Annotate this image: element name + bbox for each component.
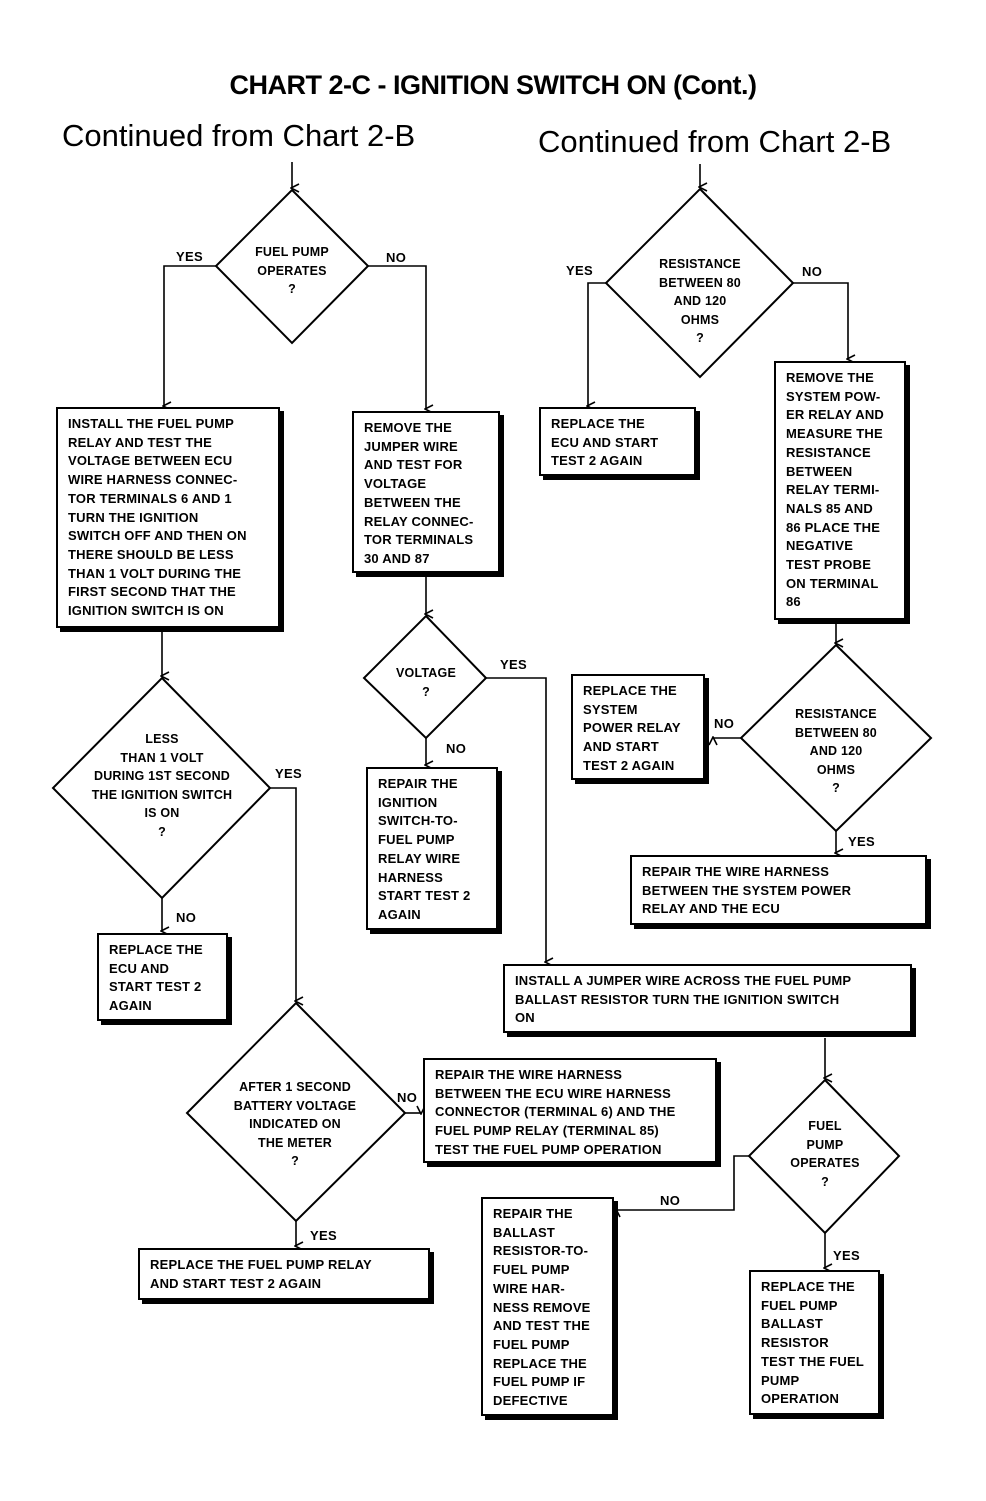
decision-text-resistance-top: RESISTANCE BETWEEN 80 AND 120 OHMS ? (659, 257, 741, 345)
box-replace-ballast-resistor: REPLACE THE FUEL PUMP BALLAST RESISTOR T… (749, 1270, 880, 1415)
decision-text-fuel-pump-operates: FUEL PUMP OPERATES ? (255, 245, 329, 296)
decision-text-resistance-bottom: RESISTANCE BETWEEN 80 AND 120 OHMS ? (795, 707, 877, 795)
box-repair-ignition-switch-harness: REPAIR THE IGNITION SWITCH-TO- FUEL PUMP… (366, 767, 498, 930)
label-yes: YES (275, 766, 302, 781)
box-repair-ecu-relay-harness: REPAIR THE WIRE HARNESS BETWEEN THE ECU … (423, 1058, 717, 1163)
connector-lines (162, 162, 848, 1268)
box-replace-ecu-bottom: REPLACE THE ECU AND START TEST 2 AGAIN (97, 933, 228, 1021)
box-repair-ballast-resistor-harness: REPAIR THE BALLAST RESISTOR-TO- FUEL PUM… (481, 1197, 614, 1416)
decision-diamond-resistance-top (604, 187, 795, 379)
box-repair-system-power-relay-harness: REPAIR THE WIRE HARNESS BETWEEN THE SYST… (630, 855, 927, 925)
label-yes: YES (176, 249, 203, 264)
label-no: NO (386, 250, 407, 265)
decision-text-less-than-1-volt: LESS THAN 1 VOLT DURING 1ST SECOND THE I… (91, 732, 233, 839)
box-replace-system-power-relay: REPLACE THE SYSTEM POWER RELAY AND START… (571, 674, 705, 780)
decision-text-after-1-second: AFTER 1 SECOND BATTERY VOLTAGE INDICATED… (233, 1080, 357, 1168)
label-yes: YES (566, 263, 593, 278)
subtitle-continued-right: Continued from Chart 2-B (538, 124, 892, 159)
box-install-fuel-pump-relay: INSTALL THE FUEL PUMP RELAY AND TEST THE… (56, 407, 280, 628)
box-replace-fuel-pump-relay: REPLACE THE FUEL PUMP RELAY AND START TE… (138, 1248, 430, 1300)
label-yes: YES (833, 1248, 860, 1263)
subtitle-continued-left: Continued from Chart 2-B (62, 118, 416, 153)
label-no: NO (446, 741, 467, 756)
label-yes: YES (310, 1228, 337, 1243)
label-yes: YES (848, 834, 875, 849)
label-yes: YES (500, 657, 527, 672)
label-no: NO (660, 1193, 681, 1208)
box-remove-system-power-relay: REMOVE THE SYSTEM POW- ER RELAY AND MEAS… (774, 361, 906, 620)
box-install-jumper-ballast-resistor: INSTALL A JUMPER WIRE ACROSS THE FUEL PU… (503, 964, 912, 1033)
decision-text-voltage: VOLTAGE ? (396, 666, 456, 699)
chart-title: CHART 2-C - IGNITION SWITCH ON (Cont.) (229, 70, 757, 100)
decision-text-fuel-pump-operates-bottom: FUEL PUMP OPERATES ? (790, 1119, 860, 1189)
label-no: NO (176, 910, 197, 925)
box-remove-jumper-wire: REMOVE THE JUMPER WIRE AND TEST FOR VOLT… (352, 411, 500, 573)
label-no: NO (397, 1090, 418, 1105)
box-replace-ecu-top: REPLACE THE ECU AND START TEST 2 AGAIN (539, 407, 696, 476)
label-no: NO (802, 264, 823, 279)
label-no: NO (714, 716, 735, 731)
decision-diamond-fuel-pump-operates (214, 188, 370, 345)
